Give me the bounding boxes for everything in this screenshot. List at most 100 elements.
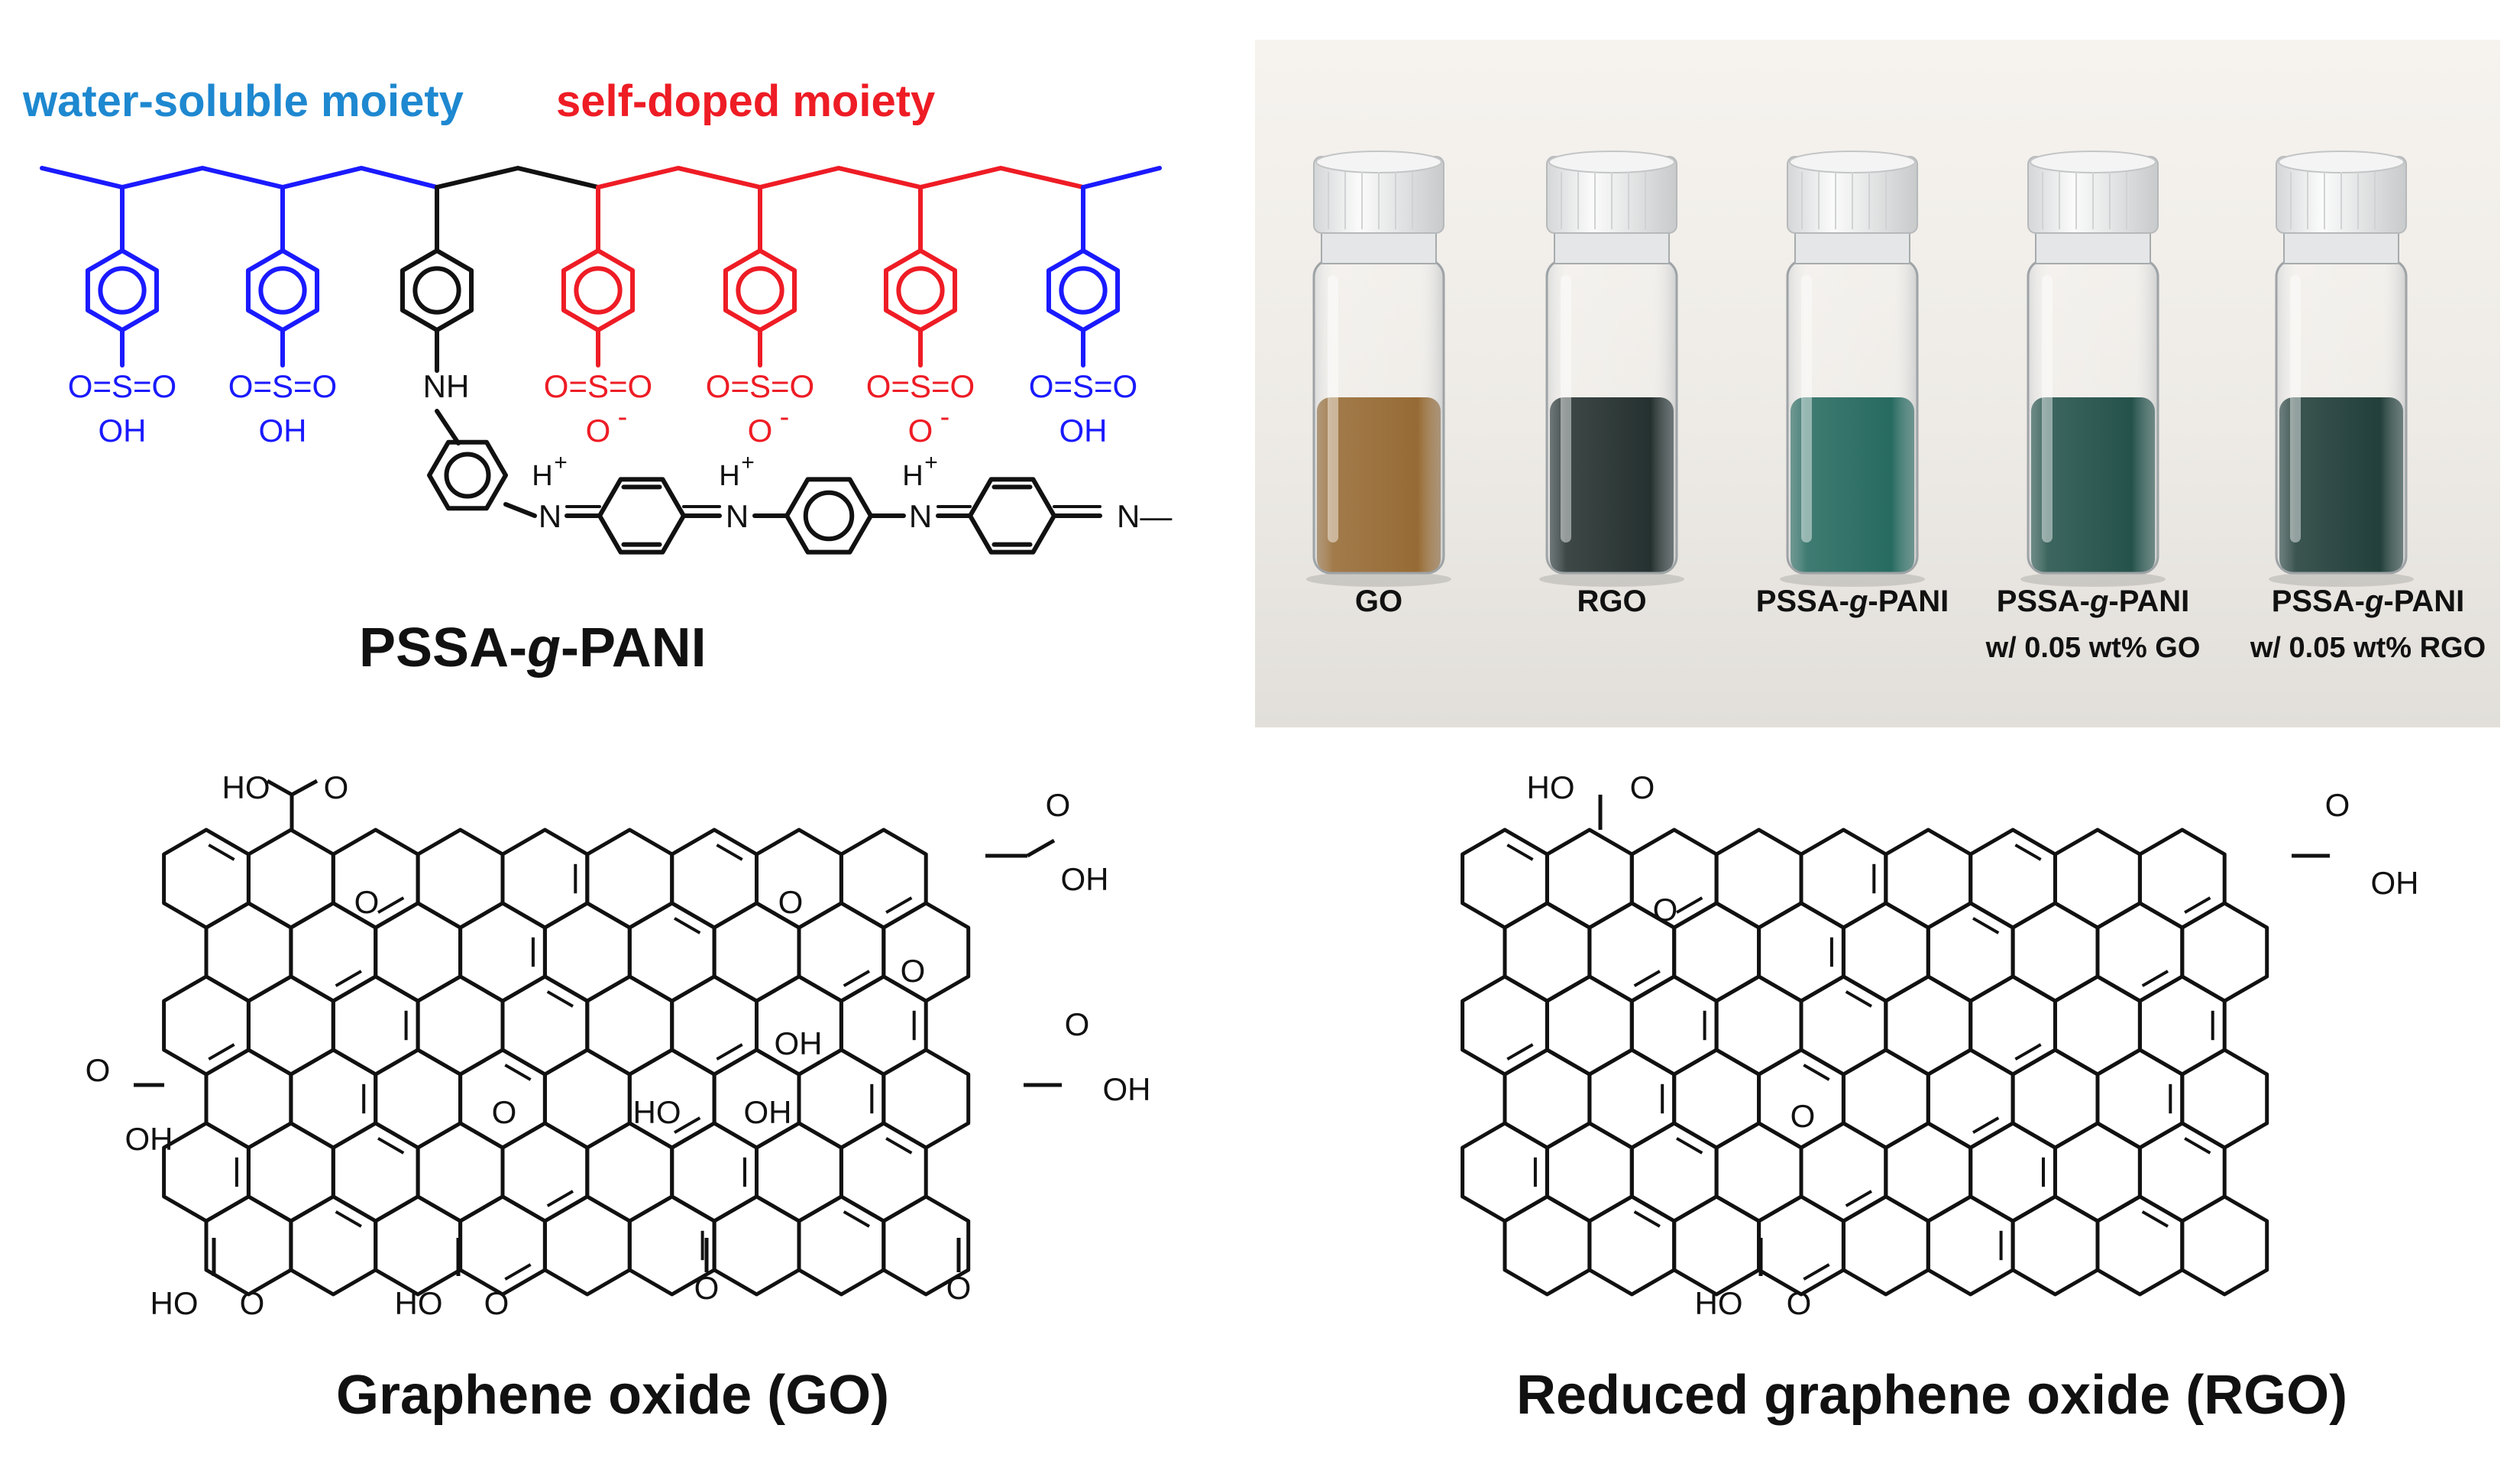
double-bond xyxy=(1506,844,1534,861)
functional-group-label: O xyxy=(354,884,380,920)
hexagon xyxy=(204,1048,293,1150)
double-bond xyxy=(1633,1210,1661,1228)
double-bond xyxy=(377,1137,405,1155)
hexagon xyxy=(2137,828,2227,930)
sulfonyl-oxygen: O xyxy=(586,413,611,449)
hexagon xyxy=(755,1121,843,1223)
hexagon xyxy=(1968,828,2057,930)
vial-neck xyxy=(2035,228,2151,264)
go-caption: Graphene oxide (GO) xyxy=(336,1365,889,1426)
functional-group-label: O xyxy=(778,884,804,920)
functional-group-label: O xyxy=(324,769,349,805)
vial-label: GO xyxy=(1355,585,1402,618)
double-bond xyxy=(2014,844,2042,861)
functional-group-label: HO xyxy=(150,1285,199,1321)
hexagon xyxy=(1629,1121,1719,1223)
vial xyxy=(1539,151,1684,587)
hexagon xyxy=(2011,1048,2100,1150)
hexagon xyxy=(1799,974,1888,1077)
hexagon xyxy=(1503,1048,1592,1150)
backbone-bond xyxy=(758,166,923,189)
rgo-caption: Reduced graphene oxide (RGO) xyxy=(1516,1365,2347,1426)
quinoid-ring xyxy=(597,477,686,555)
double-bond xyxy=(1845,1190,1872,1207)
functional-group-label: HO xyxy=(395,1285,443,1321)
nitrogen: N xyxy=(726,498,749,534)
hexagon xyxy=(839,828,928,930)
vial xyxy=(1306,151,1451,587)
functional-group-label: HO xyxy=(1527,769,1575,805)
hexagon xyxy=(627,901,717,1003)
hexagon xyxy=(1926,901,2015,1003)
bond xyxy=(435,409,461,445)
hexagon xyxy=(1884,828,1973,930)
double-bond xyxy=(208,1043,235,1061)
hexagon xyxy=(2095,901,2185,1003)
double-bond xyxy=(377,896,405,914)
vial xyxy=(2020,151,2166,587)
double-bond xyxy=(335,970,362,987)
hexagon xyxy=(1884,1121,1973,1223)
functional-group-label: O xyxy=(86,1052,111,1088)
aromatic-circle xyxy=(736,266,784,315)
sulfonyl-group: O=S=O xyxy=(68,368,176,404)
hexagon xyxy=(882,1194,971,1297)
hexagon xyxy=(882,901,971,1003)
hexagon xyxy=(416,828,505,930)
double-bond xyxy=(843,970,870,987)
functional-group-label: OH xyxy=(125,1121,173,1157)
sulfonyl-group: O=S=O xyxy=(228,368,337,404)
hexagon xyxy=(246,974,335,1077)
positive-charge: + xyxy=(554,450,568,475)
hexagon xyxy=(500,1121,590,1223)
hexagon xyxy=(2053,1121,2142,1223)
hexagon xyxy=(797,901,886,1003)
double-bond xyxy=(1506,1043,1534,1061)
vial-neck xyxy=(1554,228,1670,264)
functional-group-label: O xyxy=(901,953,926,989)
double-bond xyxy=(843,1210,870,1228)
hexagon xyxy=(1714,1121,1803,1223)
hexagon xyxy=(416,974,505,1077)
hexagon xyxy=(1841,1194,1930,1297)
hexagon xyxy=(1714,974,1803,1077)
protonated-hydrogen: H xyxy=(902,460,923,492)
aromatic-circle xyxy=(574,266,623,315)
hexagon xyxy=(1841,901,1930,1003)
double-bond xyxy=(546,1190,574,1207)
double-bond xyxy=(674,1116,701,1134)
sulfonyl-group: O=S=O xyxy=(544,368,652,404)
functional-group-label: HO xyxy=(1695,1285,1743,1321)
hexagon xyxy=(1545,1121,1634,1223)
hexagon xyxy=(2053,828,2142,930)
double-bond xyxy=(1633,970,1661,987)
functional-group-label: HO xyxy=(222,769,270,805)
hexagon xyxy=(2180,901,2269,1003)
vial-neck xyxy=(2283,228,2399,264)
sulfonyl-oxygen: OH xyxy=(99,413,147,449)
hexagon xyxy=(2011,1194,2100,1297)
quinoid-ring xyxy=(968,477,1056,555)
negative-charge: - xyxy=(780,401,790,433)
hexagon xyxy=(1672,1194,1761,1297)
hexagon xyxy=(204,901,293,1003)
double-bond xyxy=(2014,1043,2042,1061)
sulfonyl-oxygen: OH xyxy=(1059,413,1108,449)
sulfonyl-group: O=S=O xyxy=(706,368,814,404)
hexagon xyxy=(204,1194,293,1297)
hexagon xyxy=(2137,1121,2227,1223)
double-bond xyxy=(1972,917,2000,934)
double-bond xyxy=(1972,1116,2000,1134)
hexagon xyxy=(374,1194,463,1297)
aromatic-circle xyxy=(258,266,307,315)
negative-charge: - xyxy=(940,401,950,433)
hexagon xyxy=(839,1121,928,1223)
hexagon xyxy=(458,1194,547,1297)
backbone-bond xyxy=(435,166,600,189)
bond xyxy=(266,779,293,797)
hexagon xyxy=(1884,974,1973,1077)
